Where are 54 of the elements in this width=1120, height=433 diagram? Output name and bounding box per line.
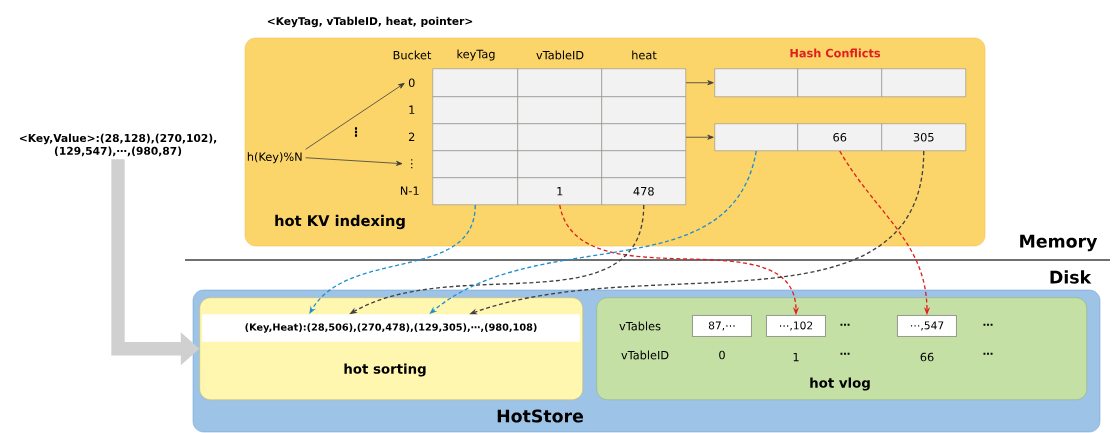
row-label: vTableID [621, 350, 669, 360]
table-cell [517, 150, 602, 178]
ellipsis: ⋯ [983, 352, 993, 355]
arrow [305, 157, 403, 166]
vtable-box: ⋯,102 [766, 315, 826, 337]
column-format: <KeyTag, vTableID, heat, pointer> [267, 16, 473, 28]
bucket-number: 2 [408, 132, 415, 141]
vtable-box: 87,⋯ [692, 315, 752, 337]
ellipsis: ⋯ [840, 352, 850, 355]
key-value-list: <Key,Value>:(28,128),(270,102), (129,547),⋯,(980,87) [19, 133, 217, 157]
table-value: 0 [719, 350, 725, 360]
table-cell [601, 123, 686, 151]
table-cell [797, 68, 882, 97]
arrow [685, 134, 714, 140]
vtable-box: ⋯,547 [897, 315, 957, 337]
ellipsis: ⋯ [840, 323, 850, 326]
table-value: 1 [793, 352, 799, 362]
arrow [305, 82, 405, 150]
bucket-number: N-1 [400, 186, 419, 195]
table-cell [432, 150, 518, 178]
table-cell: 478 [601, 177, 686, 205]
table-cell [601, 96, 686, 124]
table-cell [517, 123, 602, 151]
table-cell: 305 [881, 123, 966, 151]
section-title: Hash Conflicts [790, 48, 881, 58]
column-header: keyTag [457, 49, 495, 61]
region-label: Memory [1020, 234, 1098, 252]
bucket-number: ⋮ [411, 159, 413, 169]
ellipsis: ⋮ [354, 127, 358, 137]
arrow [685, 80, 714, 86]
table-cell [881, 68, 966, 97]
ellipsis: ⋯ [983, 323, 993, 326]
bucket-number: 0 [408, 78, 415, 88]
bucket-number: 1 [409, 105, 415, 114]
table-cell: 1 [517, 177, 602, 205]
row-label: vTables [619, 321, 661, 331]
column-header: vTableID [536, 50, 584, 60]
table-cell [601, 68, 686, 97]
column-header: heat [632, 50, 657, 60]
table-cell [601, 150, 686, 178]
table-cell [517, 96, 602, 124]
table-value: 66 [920, 352, 934, 362]
table-cell [432, 96, 518, 124]
key-heat-list: (Key,Heat):(28,506),(270,478),(129,305),⋯,(980,108) [202, 314, 580, 342]
table-cell [432, 123, 518, 151]
hash-formula: h(Key)%N [247, 152, 302, 164]
table-cell [517, 68, 602, 97]
table-cell: 66 [797, 123, 882, 151]
table-cell [714, 123, 798, 151]
table-cell [432, 177, 518, 205]
table-cell [714, 68, 798, 97]
region-label: Disk [1050, 270, 1092, 284]
column-header: Bucket [393, 50, 432, 60]
table-cell [432, 68, 518, 97]
